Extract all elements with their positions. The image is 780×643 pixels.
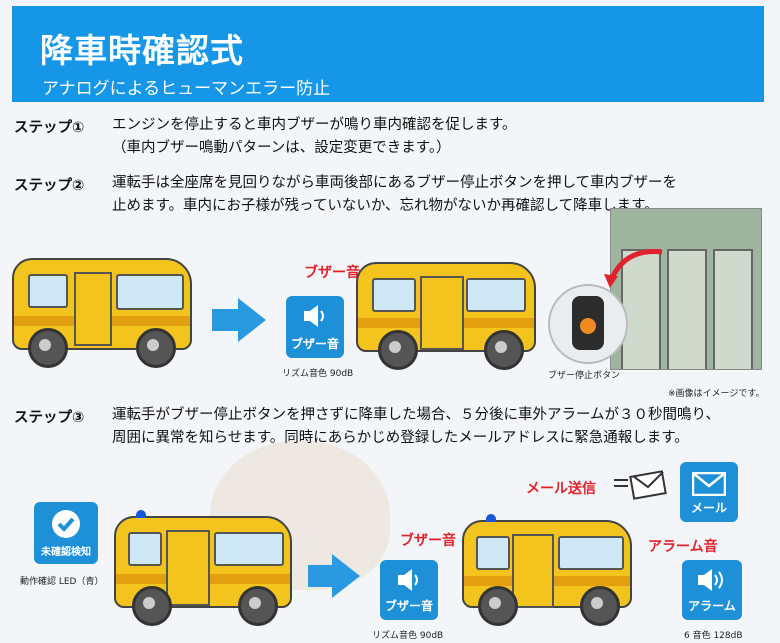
alarm-sound-label: アラーム音 [648, 539, 718, 555]
speaker-icon [398, 569, 418, 591]
step2-label: ステップ② [14, 178, 85, 194]
page-title: 降車時確認式 [40, 31, 244, 70]
step3-line1: 運転手がブザー停止ボタンを押さずに降車した場合、５分後に車外アラームが３０秒間鳴… [112, 407, 720, 423]
speaker-icon [698, 569, 723, 591]
bus-illustration-3 [114, 510, 292, 626]
alarm-caption: 6 音色 128dB [684, 631, 743, 641]
speaker-icon [304, 305, 324, 327]
buzzer-badge: ブザー音 [286, 296, 344, 358]
wheel [136, 328, 176, 368]
stop-button-icon [580, 318, 596, 334]
step3-line2: 周囲に異常を知らせます。同時にあらかじめ登録したメールアドレスに緊急通報します。 [112, 430, 689, 446]
buzzer-badge-2-label: ブザー音 [384, 599, 433, 613]
mail-icon [614, 470, 667, 500]
header-banner: 降車時確認式 アナログによるヒューマンエラー防止 [12, 6, 764, 102]
alarm-badge: アラーム [682, 560, 742, 620]
wheel [28, 328, 68, 368]
arrow-right-icon [238, 298, 266, 342]
buzzer-badge-2: ブザー音 [380, 560, 438, 620]
alarm-badge-label: アラーム [688, 599, 736, 613]
buzzer-stop-button-device [548, 284, 628, 364]
mail-send-label: メール送信 [526, 481, 596, 497]
buzzer-badge-label: ブザー音 [290, 337, 339, 351]
mail-icon [692, 472, 726, 496]
buzzer-sound-label: ブザー音 [304, 265, 360, 281]
stop-button-caption: ブザー停止ボタン [548, 371, 621, 381]
step1-line2: （車内ブザー鳴動パターンは、設定変更できます。） [112, 140, 451, 156]
blue-led-lamp [136, 510, 146, 518]
pointing-arrow-icon [604, 249, 663, 288]
image-note: ※画像はイメージです。 [668, 389, 765, 399]
bus-illustration-1 [12, 258, 192, 368]
bus-body [12, 258, 192, 350]
buzzer-caption: リズム音色 90dB [282, 369, 354, 379]
unconfirmed-detection-badge: 未確認検知 [34, 502, 98, 564]
step1-label: ステップ① [14, 120, 85, 136]
bus-illustration-2 [356, 262, 536, 370]
step3-label: ステップ③ [14, 410, 85, 426]
bus-illustration-4 [462, 514, 632, 626]
buzzer-caption-2: リズム音色 90dB [372, 631, 444, 641]
check-circle-icon [52, 510, 80, 538]
step2-line2: 止めます。車内にお子様が残っていないか、忘れ物がないか再確認して降車します。 [112, 198, 659, 214]
arrow-right-icon [332, 554, 360, 598]
buzzer-sound-label-2: ブザー音 [400, 533, 456, 549]
unconfirmed-badge-label: 未確認検知 [41, 547, 91, 558]
mail-badge-label: メール [690, 501, 727, 515]
step1-line1: エンジンを停止すると車内ブザーが鳴り車内確認を促します。 [112, 117, 517, 133]
led-caption: 動作確認 LED（青） [20, 577, 104, 587]
mail-badge: メール [680, 462, 738, 522]
step2-line1: 運転手は全座席を見回りながら車両後部にあるブザー停止ボタンを押して車内ブザーを [112, 175, 678, 191]
page-subtitle: アナログによるヒューマンエラー防止 [42, 79, 331, 99]
